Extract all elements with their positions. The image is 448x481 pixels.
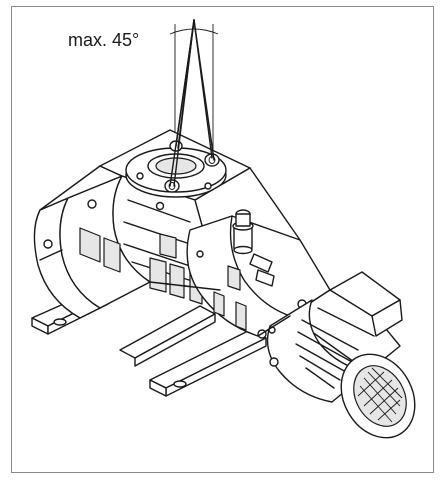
eyebolt-front (164, 179, 180, 193)
drive-motor (266, 271, 416, 439)
gear-housing (186, 167, 331, 339)
lifting-ropes (169, 19, 215, 187)
housing-details (39, 249, 291, 337)
max-angle-label: max. 45° (68, 30, 140, 50)
oil-filler-plug (232, 209, 254, 255)
